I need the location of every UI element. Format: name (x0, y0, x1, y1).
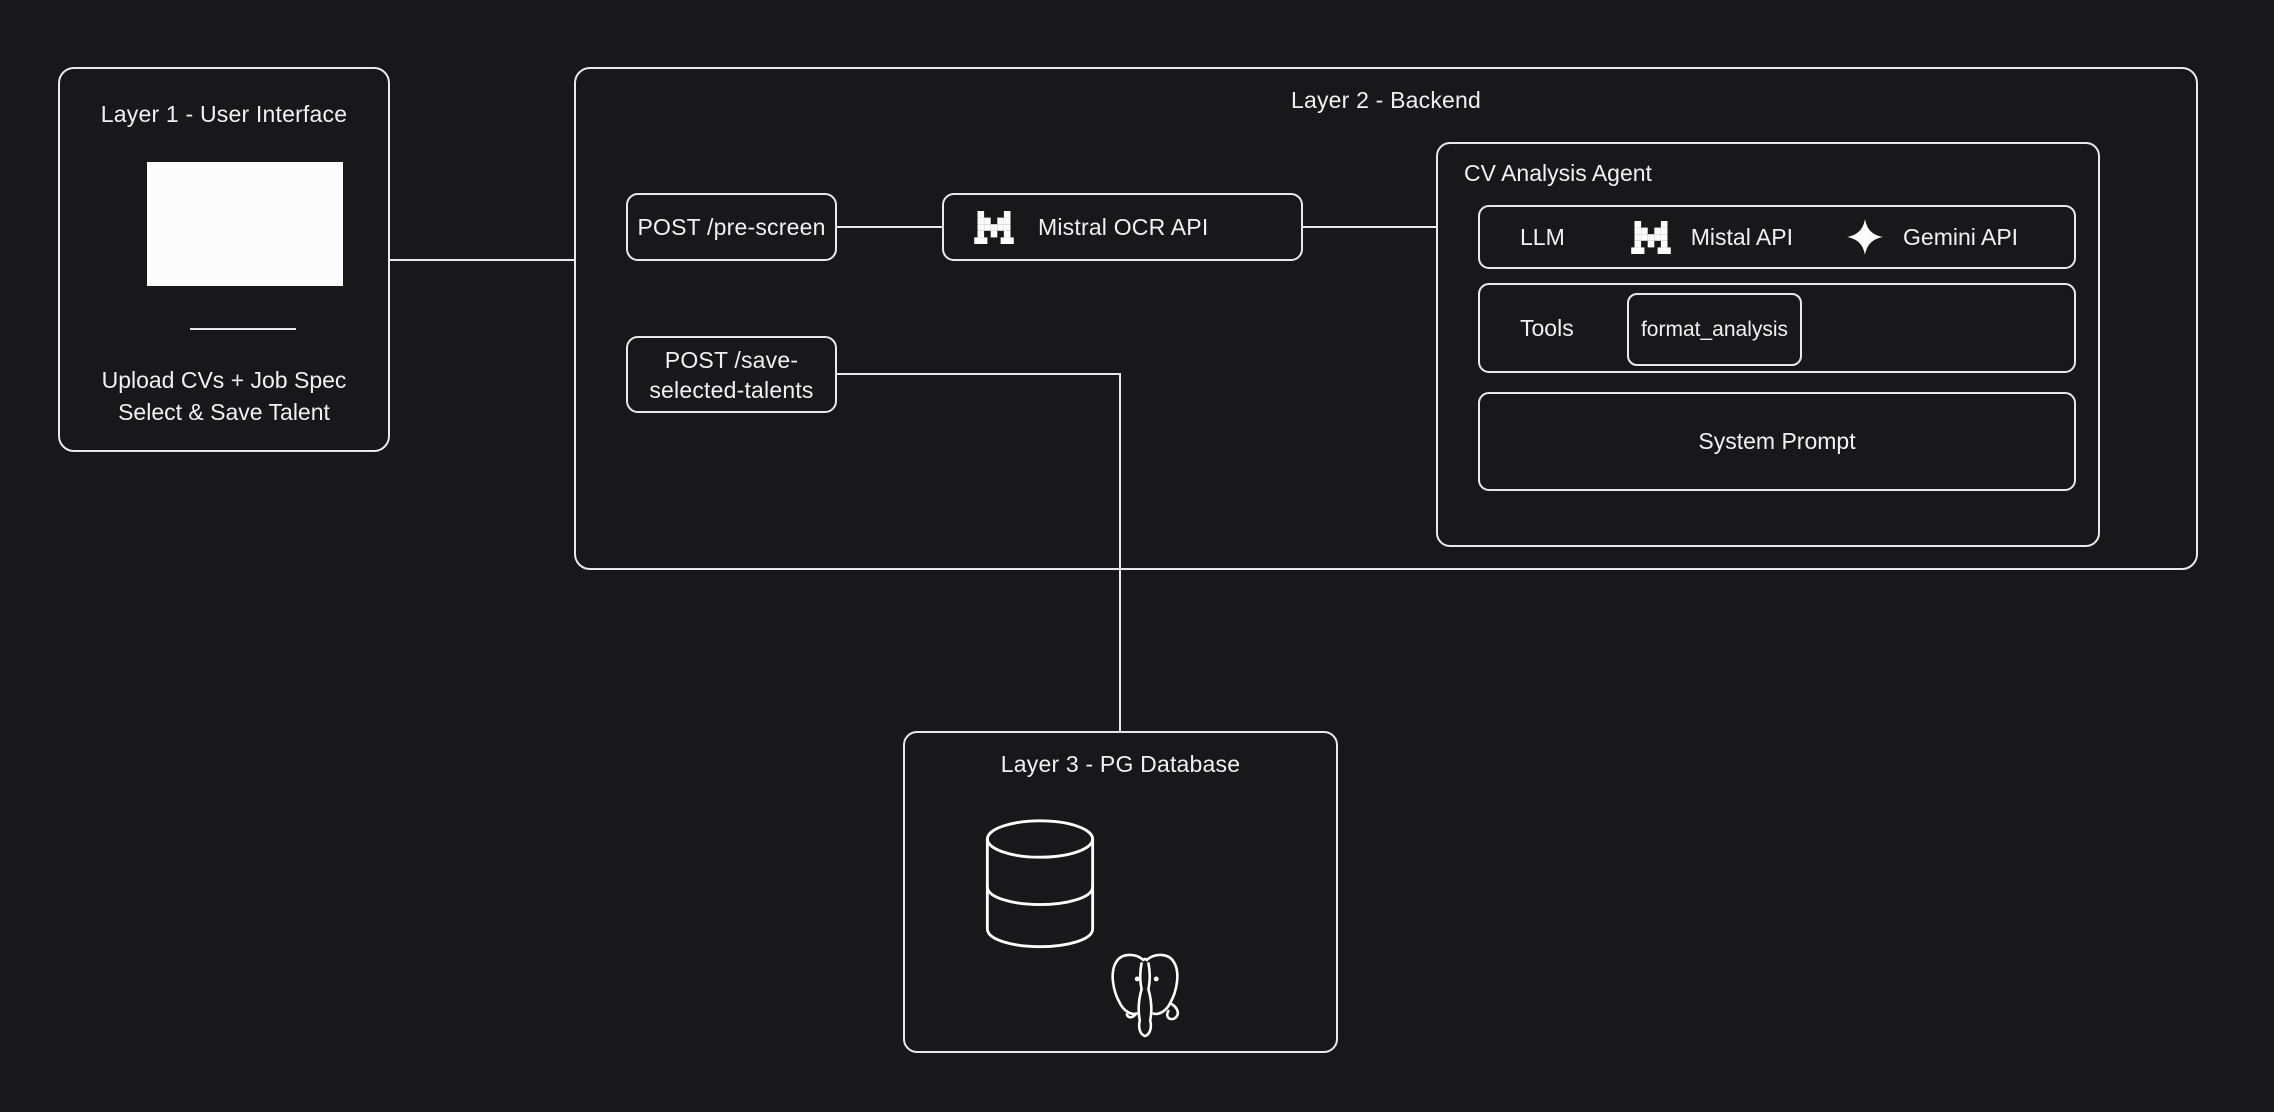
cv-analysis-agent-box: CV Analysis Agent LLM Mistal API (1436, 142, 2100, 547)
gemini-api-label: Gemini API (1903, 223, 2019, 250)
mistal-api-label: Mistal API (1690, 223, 1794, 250)
cv-agent-title: CV Analysis Agent (1464, 160, 1652, 186)
node-mistral-ocr-api: Mistral OCR API (942, 193, 1303, 261)
layer1-user-interface-box: Layer 1 - User Interface Upload CVs + Jo… (58, 67, 390, 452)
layer3-title: Layer 3 - PG Database (1000, 751, 1241, 777)
connector-save-to-db-vertical (1119, 373, 1121, 731)
layer1-captions: Upload CVs + Job Spec Select & Save Tale… (60, 364, 388, 428)
mistral-ocr-label: Mistral OCR API (1038, 213, 1209, 240)
tools-row: Tools format_analysis (1478, 283, 2076, 373)
postgres-elephant-icon (1111, 953, 1180, 1038)
layer2-title: Layer 2 - Backend (1290, 87, 1482, 113)
tools-label: Tools (1520, 314, 1574, 341)
layer3-pg-database-box: Layer 3 - PG Database (903, 731, 1338, 1053)
layer2-backend-box: Layer 2 - Backend (574, 67, 2198, 570)
format-analysis-tool-box: format_analysis (1627, 293, 1802, 366)
mistral-logo-icon (974, 210, 1014, 244)
screen-placeholder-icon (147, 162, 343, 286)
connector-prescreen-to-ocr (837, 226, 942, 228)
layer1-caption-line1: Upload CVs + Job Spec (101, 367, 347, 393)
save-talents-label-line1: POST /save- (664, 346, 799, 373)
layer1-caption-line2: Select & Save Talent (118, 399, 330, 425)
mistral-logo-icon (1630, 220, 1671, 254)
node-post-save-selected-talents: POST /save- selected-talents (626, 336, 837, 413)
layer1-title: Layer 1 - User Interface (100, 101, 348, 127)
system-prompt-label: System Prompt (1698, 428, 1856, 454)
save-talents-label-line2: selected-talents (649, 376, 814, 403)
post-pre-screen-label: POST /pre-screen (637, 213, 826, 240)
connector-save-to-db-horizontal (837, 373, 1121, 375)
llm-label: LLM (1520, 223, 1565, 250)
llm-row: LLM Mistal API Gemini API (1478, 205, 2076, 269)
format-analysis-label: format_analysis (1640, 317, 1789, 341)
connector-ui-to-backend (390, 259, 574, 261)
node-post-pre-screen: POST /pre-screen (626, 193, 837, 261)
connector-ocr-to-agent (1303, 226, 1436, 228)
layer1-divider (190, 328, 296, 330)
system-prompt-row: System Prompt (1478, 392, 2076, 491)
database-cylinder-icon (985, 819, 1095, 949)
gemini-sparkle-icon (1847, 219, 1884, 255)
